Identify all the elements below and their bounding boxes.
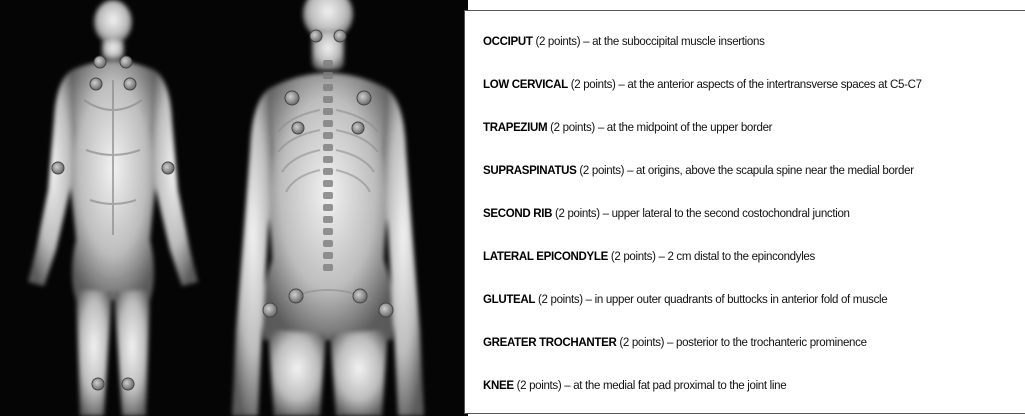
tender-point-front-epicondyle-left	[52, 162, 64, 174]
tender-points-illustration	[0, 0, 468, 416]
legend-name: KNEE	[483, 378, 514, 392]
tender-point-front-epicondyle-right	[162, 162, 174, 174]
legend-name: LOW CERVICAL	[483, 77, 568, 91]
tender-point-front-knee-right	[122, 378, 134, 390]
back-right-arm	[382, 88, 424, 416]
front-head	[94, 0, 132, 44]
legend-description: – posterior to the trochanteric prominen…	[667, 335, 867, 349]
legend-description: – at the midpoint of the upper border	[598, 120, 772, 134]
back-right-leg	[330, 330, 388, 416]
legend-row-supraspinatus: SUPRASPINATUS (2 points) – at origins, a…	[483, 162, 987, 178]
legend-row-occiput: OCCIPUT (2 points) – at the suboccipital…	[483, 33, 987, 49]
front-right-arm	[150, 70, 198, 286]
legend-row-knee: KNEE (2 points) – at the medial fat pad …	[483, 377, 987, 393]
legend-count: (2 points)	[571, 77, 616, 91]
legend-description: – at origins, above the scapula spine ne…	[627, 163, 914, 177]
legend-count: (2 points)	[535, 34, 580, 48]
legend-description: – at the anterior aspects of the intertr…	[618, 77, 921, 91]
tender-point-gluteal-right	[353, 289, 367, 303]
front-left-arm	[28, 70, 76, 286]
tender-point-supraspinatus-right	[352, 122, 364, 134]
front-neck	[102, 38, 124, 60]
legend-count: (2 points)	[538, 292, 583, 306]
front-left-leg	[76, 290, 112, 416]
legend-row-trapezium: TRAPEZIUM (2 points) – at the midpoint o…	[483, 119, 987, 135]
tender-point-trapezium-right	[357, 91, 371, 105]
tender-point-occiput-left	[310, 30, 322, 42]
body-figures-svg	[0, 0, 468, 416]
legend-count: (2 points)	[550, 120, 595, 134]
tender-point-front-knee-left	[92, 378, 104, 390]
legend-name: GLUTEAL	[483, 292, 535, 306]
tender-point-front-second-rib-left	[90, 78, 102, 90]
back-left-leg	[268, 330, 326, 416]
legend-name: OCCIPUT	[483, 34, 533, 48]
tender-point-trapezium-left	[285, 91, 299, 105]
tender-point-front-second-rib-right	[124, 78, 136, 90]
back-left-arm	[232, 88, 274, 416]
legend-description: – at the suboccipital muscle insertions	[583, 34, 764, 48]
tender-point-gluteal-left	[289, 289, 303, 303]
tender-point-front-low-cervical-right	[120, 56, 132, 68]
tender-points-legend: OCCIPUT (2 points) – at the suboccipital…	[464, 10, 1025, 414]
legend-name: LATERAL EPICONDYLE	[483, 249, 608, 263]
tender-point-front-low-cervical-left	[94, 56, 106, 68]
legend-description: – at the medial fat pad proximal to the …	[564, 378, 786, 392]
tender-point-occiput-right	[334, 30, 346, 42]
legend-row-gluteal: GLUTEAL (2 points) – in upper outer quad…	[483, 291, 987, 307]
legend-description: – in upper outer quadrants of buttocks i…	[586, 292, 888, 306]
front-right-leg	[114, 290, 150, 416]
legend-description: – upper lateral to the second costochond…	[603, 206, 850, 220]
tender-point-trochanter-right	[379, 303, 393, 317]
legend-name: SUPRASPINATUS	[483, 163, 577, 177]
legend-row-low-cervical: LOW CERVICAL (2 points) – at the anterio…	[483, 76, 987, 92]
legend-count: (2 points)	[611, 249, 656, 263]
legend-count: (2 points)	[555, 206, 600, 220]
legend-row-second-rib: SECOND RIB (2 points) – upper lateral to…	[483, 205, 987, 221]
legend-count: (2 points)	[579, 163, 624, 177]
tender-point-trochanter-left	[263, 303, 277, 317]
legend-name: SECOND RIB	[483, 206, 552, 220]
legend-row-greater-trochanter: GREATER TROCHANTER (2 points) – posterio…	[483, 334, 987, 350]
legend-name: GREATER TROCHANTER	[483, 335, 616, 349]
tender-point-supraspinatus-left	[292, 122, 304, 134]
legend-count: (2 points)	[517, 378, 562, 392]
legend-count: (2 points)	[619, 335, 664, 349]
legend-name: TRAPEZIUM	[483, 120, 547, 134]
legend-row-lateral-epicondyle: LATERAL EPICONDYLE (2 points) – 2 cm dis…	[483, 248, 987, 264]
legend-description: – 2 cm distal to the epincondyles	[659, 249, 815, 263]
